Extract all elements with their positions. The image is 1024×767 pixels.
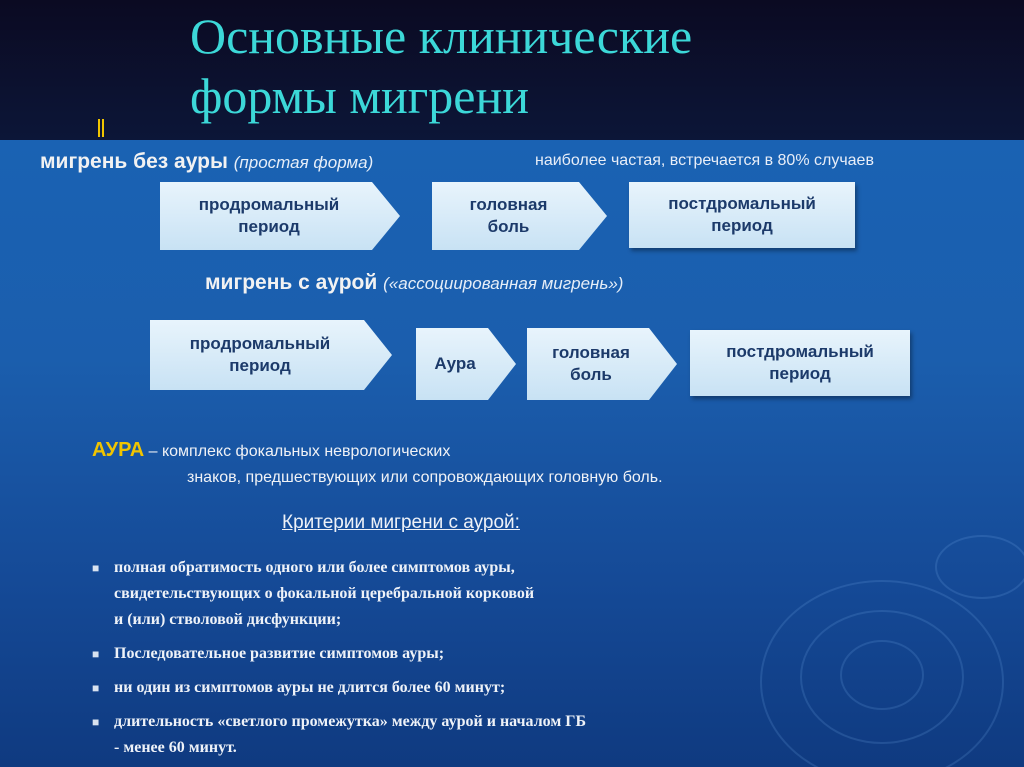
without-aura-note: наиболее частая, встречается в 80% случа… <box>535 152 874 169</box>
bullet-icon: ■ <box>92 647 100 661</box>
stage-label-line2: боль <box>487 217 530 236</box>
bullet-icon: ■ <box>92 561 100 575</box>
stage-label-line2: период <box>711 216 773 235</box>
stage-label-line1: головная <box>552 343 630 362</box>
ripple-decoration <box>760 580 1004 767</box>
stage-label-line1: головная <box>469 195 548 214</box>
with-aura-subtitle: («ассоциированная мигрень») <box>383 274 624 293</box>
with-aura-heading-text: мигрень с аурой <box>205 271 378 294</box>
ripple-decoration <box>935 535 1024 599</box>
criteria-list: ■ полная обратимость одного или более си… <box>92 555 952 767</box>
without-aura-stage-postdromal: постдромальный период <box>629 182 855 248</box>
stage-label-line1: постдромальный <box>668 194 816 213</box>
aura-definition-line1: – комплекс фокальных неврологических <box>148 443 451 460</box>
with-aura-stage-headache: головная боль <box>527 328 677 400</box>
without-aura-stage-headache: головная боль <box>432 182 607 250</box>
title-band <box>0 0 1024 142</box>
with-aura-stage-aura: Аура <box>416 328 516 400</box>
bullet-icon: ■ <box>92 715 100 729</box>
stage-label-line2: боль <box>570 365 612 384</box>
bullet-marker-icon <box>98 119 104 137</box>
stage-label-line1: Аура <box>434 354 476 373</box>
stage-label-line1: продромальный <box>189 334 331 353</box>
stage-label-line1: постдромальный <box>726 342 874 361</box>
criteria-title: Критерии мигрени с аурой: <box>282 512 520 533</box>
without-aura-subtitle: (простая форма) <box>233 153 374 172</box>
criteria-line: полная обратимость одного или более симп… <box>114 559 515 576</box>
criteria-line: ни один из симптомов ауры не длится боле… <box>114 679 506 696</box>
ripple-decoration <box>800 610 964 744</box>
stage-label-line2: период <box>229 356 291 375</box>
stage-label-line2: период <box>769 364 831 383</box>
with-aura-stage-postdromal: постдромальный период <box>690 330 910 396</box>
with-aura-stage-prodromal: продромальный период <box>150 320 392 390</box>
ripple-decoration <box>840 640 924 710</box>
without-aura-stage-prodromal: продромальный период <box>160 182 400 250</box>
with-aura-heading: мигрень с аурой («ассоциированная мигрен… <box>205 271 623 295</box>
criteria-item: ■ длительность «светлого промежутка» меж… <box>92 709 952 761</box>
content-panel: мигрень без ауры (простая форма) наиболе… <box>0 140 1024 767</box>
criteria-item: ■ ни один из симптомов ауры не длится бо… <box>92 675 952 701</box>
criteria-line: и (или) стволовой дисфункции; <box>114 611 342 628</box>
aura-definition: АУРА – комплекс фокальных неврологически… <box>92 437 892 491</box>
stage-label-line2: период <box>238 217 300 236</box>
title-line-2: формы мигрени <box>190 68 529 124</box>
criteria-line: длительность «светлого промежутка» между… <box>114 713 587 730</box>
criteria-item: ■ полная обратимость одного или более си… <box>92 555 952 633</box>
stage-label-line1: продромальный <box>198 195 340 214</box>
aura-definition-line2: знаков, предшествующих или сопровождающи… <box>187 469 663 486</box>
criteria-line: - менее 60 минут. <box>114 739 237 756</box>
criteria-line: Последовательное развитие симптомов ауры… <box>114 645 445 662</box>
aura-term: АУРА <box>92 439 145 461</box>
without-aura-heading-text: мигрень без ауры <box>40 150 228 173</box>
without-aura-heading: мигрень без ауры (простая форма) <box>40 150 373 174</box>
bullet-icon: ■ <box>92 681 100 695</box>
slide-title: Основные клинические формы мигрени <box>190 6 990 126</box>
criteria-line: свидетельствующих о фокальной церебральн… <box>114 585 535 602</box>
title-line-1: Основные клинические <box>190 8 693 64</box>
criteria-item: ■ Последовательное развитие симптомов ау… <box>92 641 952 667</box>
